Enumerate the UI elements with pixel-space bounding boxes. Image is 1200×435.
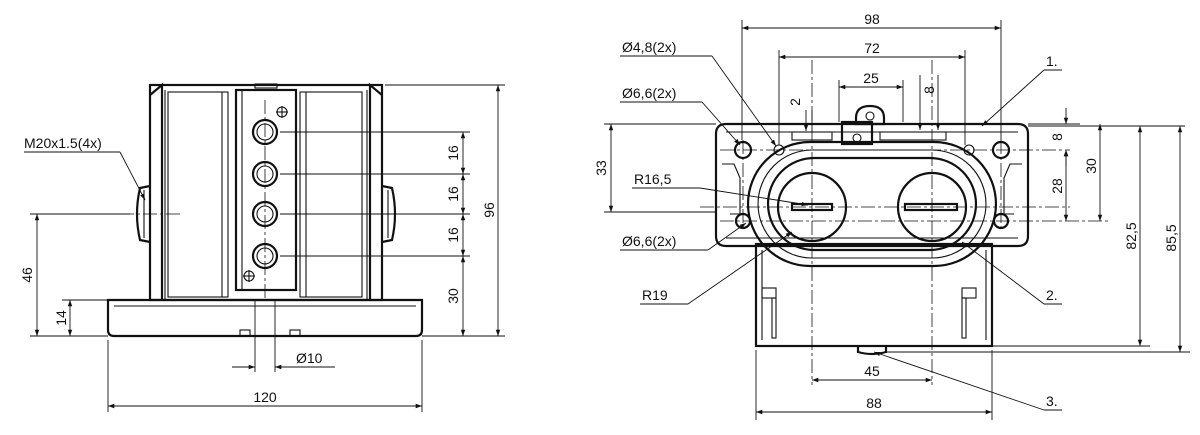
dim-r19: R19 (642, 287, 668, 303)
dim-30: 30 (1083, 158, 1099, 174)
dim-825: 82,5 (1123, 222, 1139, 249)
dim-2: 2 (787, 98, 803, 106)
stadium-outer (746, 140, 998, 268)
dim-88: 88 (866, 395, 882, 411)
dim-top-98: 98 (864, 11, 880, 27)
dim-hole-66-top: Ø6,6(2x) (622, 85, 676, 101)
dim-bottom-hole: 30 (445, 288, 461, 304)
dim-25: 25 (863, 70, 879, 86)
dim-hole-66-bottom: Ø6,6(2x) (622, 233, 676, 249)
dim-width: 120 (253, 389, 277, 405)
callout-2: 2. (1046, 287, 1058, 303)
dim-pitch-2: 16 (445, 186, 461, 202)
dim-pitch-3: 16 (445, 227, 461, 243)
left-body (148, 83, 384, 302)
callout-3: 3. (1046, 393, 1058, 409)
dim-center-height: 46 (19, 267, 35, 283)
right-lower-body (754, 242, 994, 348)
dim-pitch-1: 16 (445, 145, 461, 161)
dim-28: 28 (1049, 178, 1065, 194)
dim-height-total: 96 (481, 202, 497, 218)
right-view: 98 72 25 2 8 Ø4,8(2x) Ø6,6(2x) R16,5 (593, 11, 1190, 420)
dim-33: 33 (593, 160, 609, 176)
dim-8-top: 8 (921, 86, 937, 94)
dim-hole-diameter: Ø10 (296, 350, 323, 366)
dim-hole-48: Ø4,8(2x) (622, 39, 676, 55)
dim-base-height: 14 (53, 310, 69, 326)
thread-label: M20x1.5(4x) (24, 135, 102, 151)
dim-72: 72 (864, 40, 880, 56)
flange-holes (733, 140, 1011, 230)
dim-8-right: 8 (1049, 133, 1065, 141)
dim-855: 85,5 (1163, 224, 1179, 251)
dim-r165: R16,5 (634, 171, 672, 187)
dim-45: 45 (864, 363, 880, 379)
callout-1: 1. (1046, 53, 1058, 69)
left-view: 16 16 16 30 96 46 14 120 Ø10 M20x1.5(4x) (19, 82, 505, 412)
left-port-strip (234, 88, 298, 292)
left-base-plate (106, 298, 424, 338)
